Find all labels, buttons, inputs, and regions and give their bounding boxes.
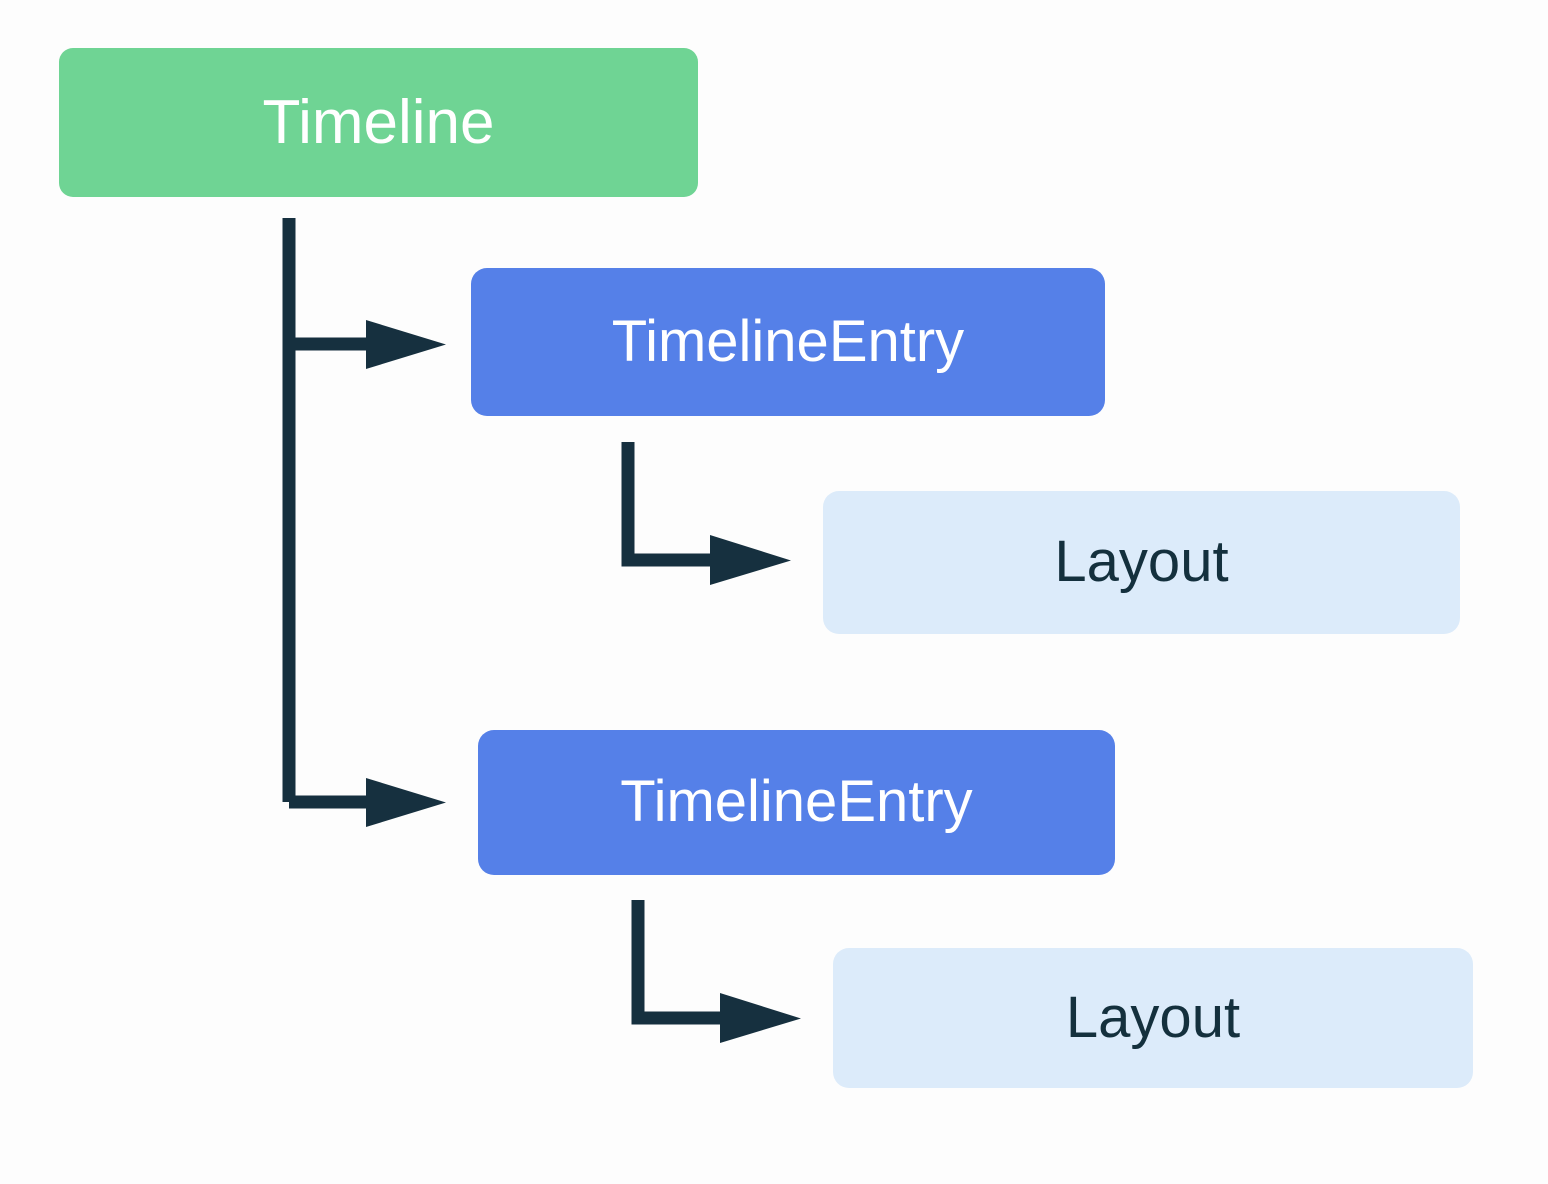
node-timeline-entry-1[interactable]: TimelineEntry bbox=[471, 268, 1105, 416]
node-timeline-entry-1-label: TimelineEntry bbox=[611, 308, 965, 374]
node-layout-2[interactable]: Layout bbox=[833, 948, 1473, 1088]
arrowhead-entry-2-to-layout-2 bbox=[720, 993, 801, 1043]
edge-entry-1-to-layout-1 bbox=[621, 442, 716, 567]
node-timeline-entry-2[interactable]: TimelineEntry bbox=[478, 730, 1115, 875]
node-timeline-entry-2-label: TimelineEntry bbox=[620, 769, 973, 835]
arrowhead-timeline-to-entry-2 bbox=[366, 778, 446, 827]
edge-entry-2-to-layout-2 bbox=[631, 900, 726, 1025]
node-layout-1[interactable]: Layout bbox=[823, 491, 1460, 634]
arrowhead-timeline-to-entry-1 bbox=[366, 320, 446, 369]
node-timeline[interactable]: Timeline bbox=[59, 48, 698, 197]
node-timeline-label: Timeline bbox=[262, 87, 495, 157]
node-layout-2-label: Layout bbox=[1065, 984, 1241, 1050]
arrowhead-entry-1-to-layout-1 bbox=[710, 535, 791, 585]
node-layout-1-label: Layout bbox=[1054, 529, 1229, 595]
